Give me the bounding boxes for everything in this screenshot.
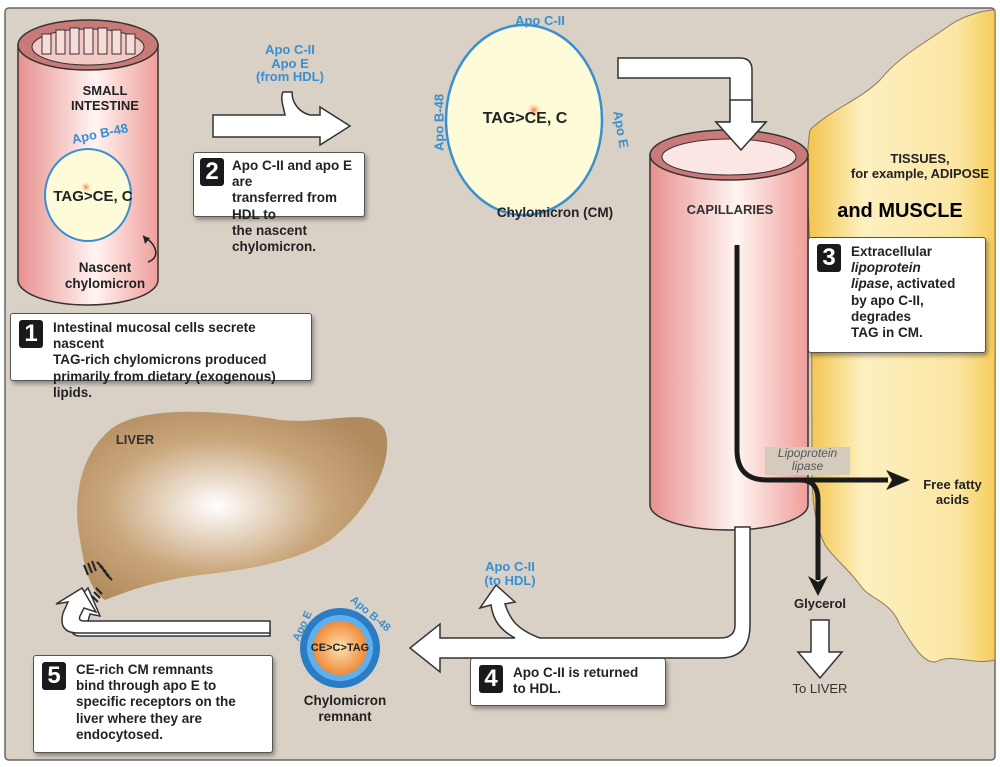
step-text: CE-rich CM remnants bind through apo E t…: [76, 662, 236, 742]
label-line: SMALL: [82, 83, 128, 98]
step-text: Apo C-II and apo E are transferred from …: [232, 158, 352, 254]
apo-b48-label: Apo B-48: [431, 93, 447, 151]
label-line: Free fatty: [923, 477, 982, 492]
chylomicron: [444, 23, 604, 217]
to-liver-arrow: [796, 619, 844, 680]
label-line: remnant: [318, 708, 372, 724]
return-arrow: [408, 526, 751, 674]
label-line: (from HDL): [256, 69, 324, 85]
remnant-contents: CE>C>TAG: [310, 642, 370, 654]
label-line: (to HDL): [484, 572, 536, 588]
capillary-vessel: [649, 99, 809, 531]
step-1-box: 1 Intestinal mucosal cells secrete nasce…: [10, 313, 312, 400]
apo-c2-label: Apo C-II: [515, 13, 565, 28]
step-5-box: 5 CE-rich CM remnants bind through apo E…: [33, 655, 273, 753]
label-line: Apo C-II: [485, 559, 535, 574]
label-line: Nascent: [78, 260, 132, 275]
step-2-box: 2 Apo C-II and apo E are transferred fro…: [193, 152, 365, 254]
lipase-pathway: [734, 245, 888, 580]
lipase-label-bg: [765, 447, 850, 475]
label-line: INTESTINE: [71, 97, 139, 113]
liver: [77, 411, 388, 600]
chylomicron-contents: TAG>CE, C: [482, 110, 568, 127]
nascent-chylomicron: [44, 148, 132, 242]
label-line: TISSUES,: [890, 151, 950, 166]
tissues-label: TISSUES,for example, ADIPOSE: [840, 151, 1000, 182]
transfer-arrow: [212, 91, 352, 147]
muscle-label: and MUSCLE: [837, 200, 963, 222]
label-line: Apo E: [271, 55, 309, 71]
step-text: Apo C-II is returned to HDL.: [513, 665, 639, 697]
label-line: for example, ADIPOSE: [850, 165, 990, 181]
label-line: lipase: [791, 458, 824, 473]
step-number: 4: [479, 665, 503, 693]
step-text-part: Extracellular: [851, 244, 933, 259]
capillaries-label: CAPILLARIES: [686, 202, 774, 217]
label-line: acids: [935, 491, 970, 507]
label-line: Apo C-II: [265, 42, 315, 57]
step-number: 1: [19, 320, 43, 348]
small-intestine: [17, 19, 159, 306]
label-line: Chylomicron: [303, 693, 387, 708]
apo-c2-to-hdl-label: Apo C-II(to HDL): [470, 560, 550, 587]
step-text-italic: lipoprotein lipase: [851, 260, 921, 292]
glycerol-arrowhead: [808, 576, 828, 596]
label-line: chylomicron: [64, 275, 146, 291]
liver-label: LIVER: [115, 432, 155, 447]
liver-receptors: [83, 560, 113, 603]
step-number: 3: [817, 244, 841, 272]
to-liver-label: To LIVER: [792, 681, 848, 696]
ffa-arrowhead: [886, 470, 910, 490]
step-number: 5: [42, 662, 66, 690]
step-text: Intestinal mucosal cells secrete nascent…: [53, 320, 276, 400]
chylomicron-remnant: [300, 608, 380, 688]
step-text-part: , activated by apo C-II, degrades TAG in…: [851, 276, 956, 340]
glycerol-label: Glycerol: [793, 596, 847, 611]
chylomicron-caption: Chylomicron (CM): [496, 205, 614, 220]
nascent-contents: TAG>CE, C: [53, 188, 133, 205]
step-4-box: 4 Apo C-II is returned to HDL.: [470, 658, 666, 706]
label-line: Lipoprotein: [777, 446, 838, 460]
step-number: 2: [200, 158, 224, 186]
